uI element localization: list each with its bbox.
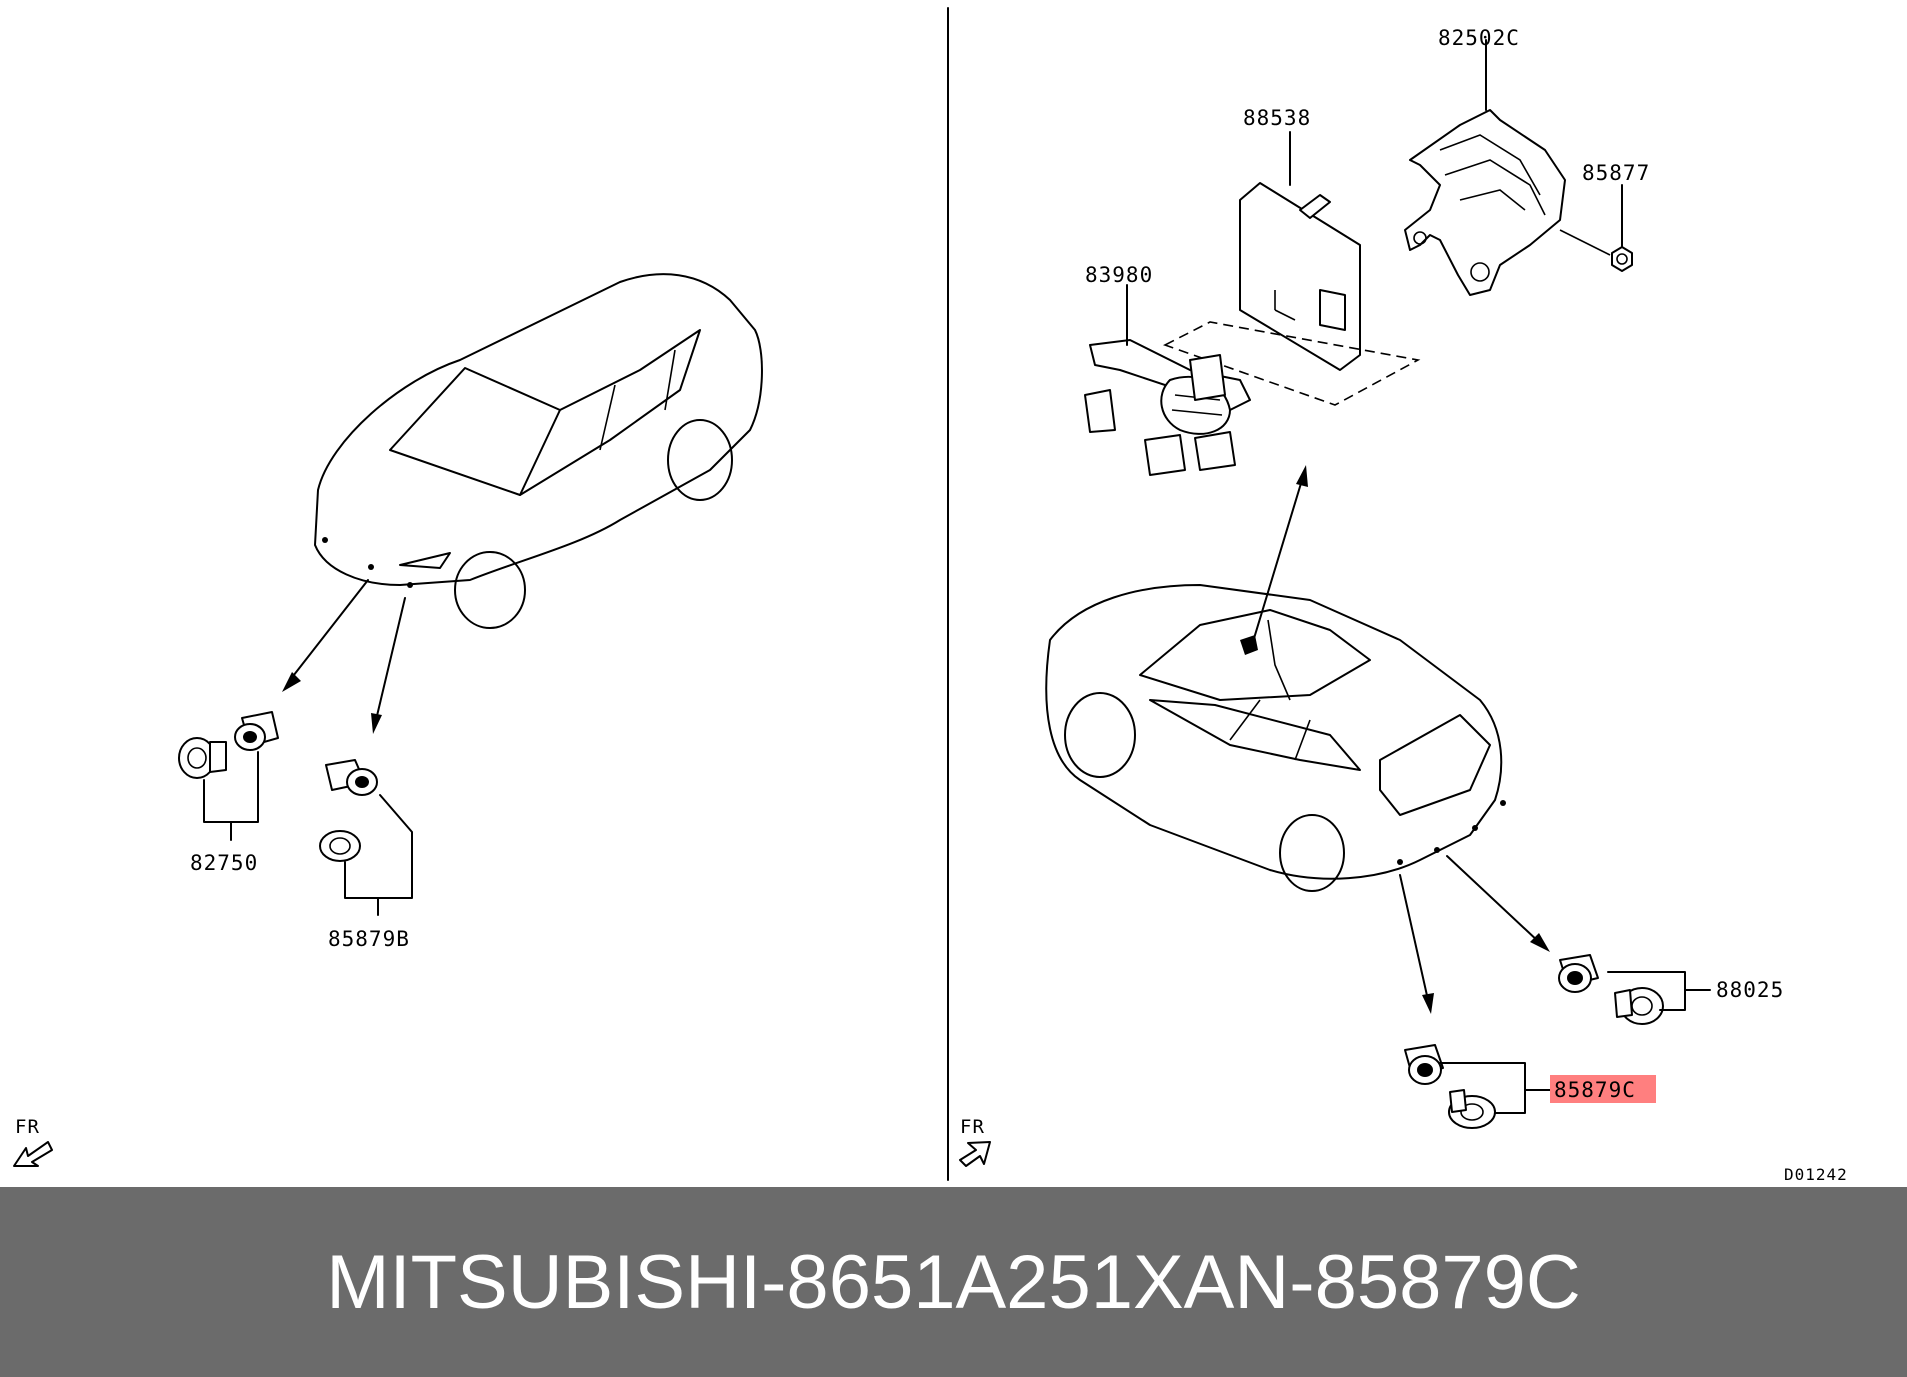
drawing-code: D01242: [1784, 1165, 1848, 1184]
callout-83980: 83980: [1085, 263, 1153, 287]
caption-brand: MITSUBISHI: [326, 1239, 762, 1325]
callout-82750: 82750: [190, 851, 258, 875]
caption-bar: MITSUBISHI - 8651A251XA N - 85879C: [0, 1187, 1907, 1377]
direction-arrow-icon: [13, 1141, 53, 1167]
rear-arrows: [1399, 855, 1550, 1014]
direction-arrow-icon: [959, 1141, 991, 1167]
callout-highlight: [1550, 1075, 1656, 1103]
callout-85877: 85877: [1582, 161, 1650, 185]
caption-separator: -: [761, 1239, 787, 1325]
callout-85879B: 85879B: [328, 927, 410, 951]
fr-label-right: FR: [960, 1116, 985, 1138]
front-arrows: [282, 579, 406, 734]
front-direction-indicator-right: FR: [959, 1116, 991, 1167]
bracket-82502C-illustration: [1404, 39, 1566, 296]
caption-part-number: 8651A251XA: [786, 1239, 1235, 1325]
sensor-85879B-illustration: [319, 759, 413, 916]
caption-ref-number: 85879C: [1314, 1239, 1581, 1325]
control-unit-88538-illustration: [1162, 131, 1421, 406]
nut-85877-illustration: [1559, 184, 1633, 272]
caption-ref-separator: -: [1289, 1239, 1315, 1325]
rear-car-illustration: [1045, 584, 1506, 892]
callout-82502C: 82502C: [1438, 26, 1520, 50]
fr-label-left: FR: [15, 1116, 40, 1138]
parts-diagram: 82750 85879B FR 82502C 85877: [13, 7, 1848, 1184]
sensor-82750-illustration: [178, 711, 279, 841]
callout-88538: 88538: [1243, 106, 1311, 130]
front-car-illustration: [314, 273, 763, 629]
front-direction-indicator-left: FR: [13, 1116, 53, 1167]
sensor-85879C-illustration: [1404, 1044, 1551, 1129]
sensor-88025-illustration: [1558, 954, 1711, 1025]
harness-83980-illustration: [1084, 284, 1251, 476]
callout-85879C: 85879C: [1554, 1078, 1636, 1102]
module-location-arrow: [1251, 465, 1308, 646]
callout-88025: 88025: [1716, 978, 1784, 1002]
caption-ref-prefix: N: [1234, 1239, 1290, 1325]
